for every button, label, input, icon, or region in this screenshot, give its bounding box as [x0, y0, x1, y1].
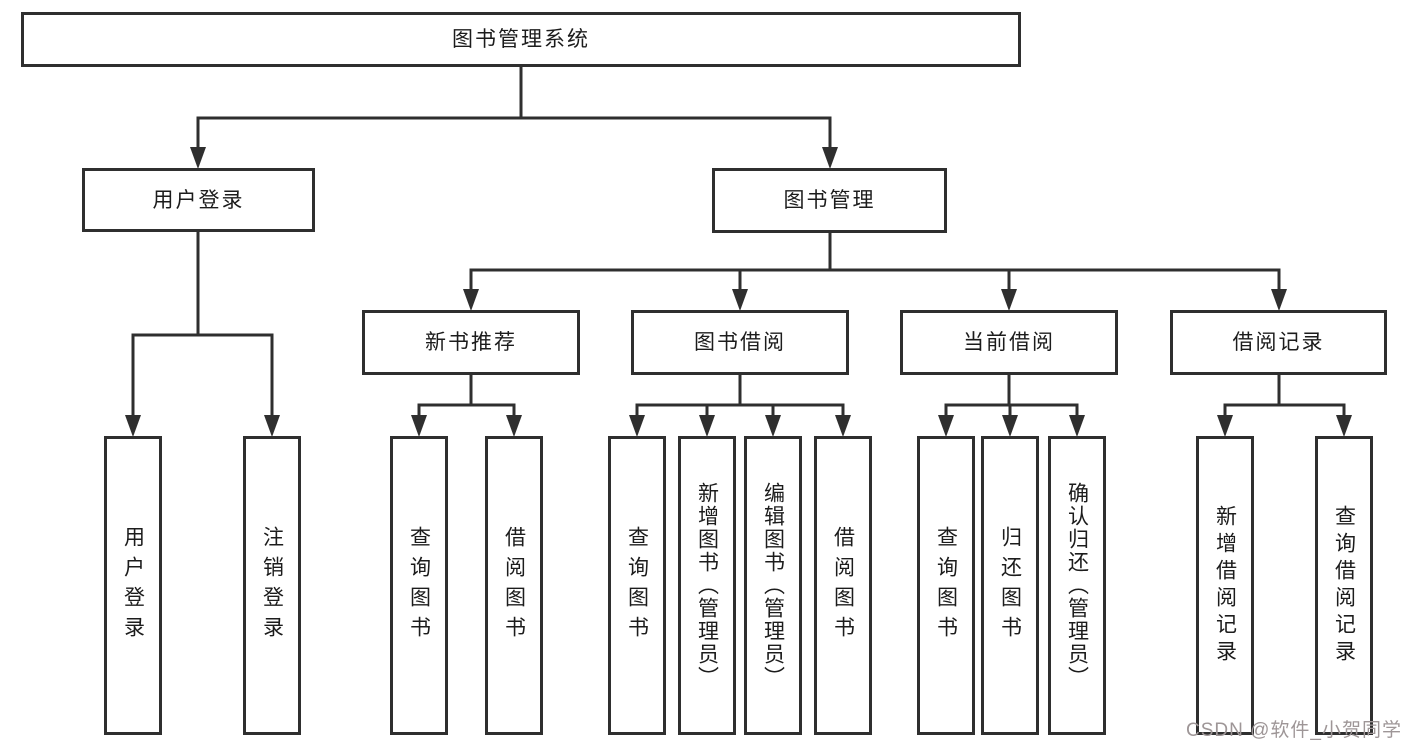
leaf-borrowing-borrow-books: 借阅图书	[814, 436, 872, 735]
node-new-book-recommend-label: 新书推荐	[425, 331, 517, 354]
leaf-current-query-books-label: 查询图书	[934, 525, 958, 646]
leaf-logout-label: 注销登录	[260, 525, 284, 646]
node-book-management-label: 图书管理	[783, 189, 876, 212]
leaf-newbook-borrow-books: 借阅图书	[485, 436, 543, 735]
leaf-current-query-books: 查询图书	[917, 436, 975, 735]
leaf-user-login-label: 用户登录	[121, 525, 145, 646]
node-borrow-records-label: 借阅记录	[1232, 331, 1325, 354]
leaf-borrowing-edit-books-admin-label: 编辑图书（管理员）	[761, 482, 785, 689]
leaf-records-query-record-label: 查询借阅记录	[1332, 504, 1356, 667]
node-root-label: 图书管理系统	[452, 28, 590, 51]
leaf-current-return-books-label: 归还图书	[998, 525, 1022, 646]
node-user-login: 用户登录	[82, 168, 315, 232]
leaf-newbook-query-books-label: 查询图书	[407, 525, 431, 646]
leaf-current-confirm-return-admin-label: 确认归还（管理员）	[1065, 482, 1089, 689]
leaf-logout: 注销登录	[243, 436, 301, 735]
leaf-records-query-record: 查询借阅记录	[1315, 436, 1373, 735]
leaf-borrowing-add-books-admin-label: 新增图书（管理员）	[695, 482, 719, 689]
leaf-newbook-borrow-books-label: 借阅图书	[502, 525, 526, 646]
node-root: 图书管理系统	[21, 12, 1021, 67]
leaf-borrowing-add-books-admin: 新增图书（管理员）	[678, 436, 736, 735]
leaf-borrowing-edit-books-admin: 编辑图书（管理员）	[744, 436, 802, 735]
leaf-borrowing-borrow-books-label: 借阅图书	[831, 525, 855, 646]
leaf-user-login: 用户登录	[104, 436, 162, 735]
leaf-records-add-record: 新增借阅记录	[1196, 436, 1254, 735]
leaf-borrowing-query-books: 查询图书	[608, 436, 666, 735]
leaf-current-return-books: 归还图书	[981, 436, 1039, 735]
leaf-newbook-query-books: 查询图书	[390, 436, 448, 735]
node-book-borrowing: 图书借阅	[631, 310, 849, 375]
node-current-borrowing-label: 当前借阅	[963, 331, 1055, 354]
node-book-management: 图书管理	[712, 168, 947, 233]
node-book-borrowing-label: 图书借阅	[694, 331, 786, 354]
node-borrow-records: 借阅记录	[1170, 310, 1387, 375]
leaf-current-confirm-return-admin: 确认归还（管理员）	[1048, 436, 1106, 735]
leaf-borrowing-query-books-label: 查询图书	[625, 525, 649, 646]
node-user-login-label: 用户登录	[152, 188, 245, 212]
csdn-watermark: CSDN @软件_小贺同学	[1186, 720, 1402, 741]
node-new-book-recommend: 新书推荐	[362, 310, 580, 375]
leaf-records-add-record-label: 新增借阅记录	[1213, 504, 1237, 667]
node-current-borrowing: 当前借阅	[900, 310, 1118, 375]
